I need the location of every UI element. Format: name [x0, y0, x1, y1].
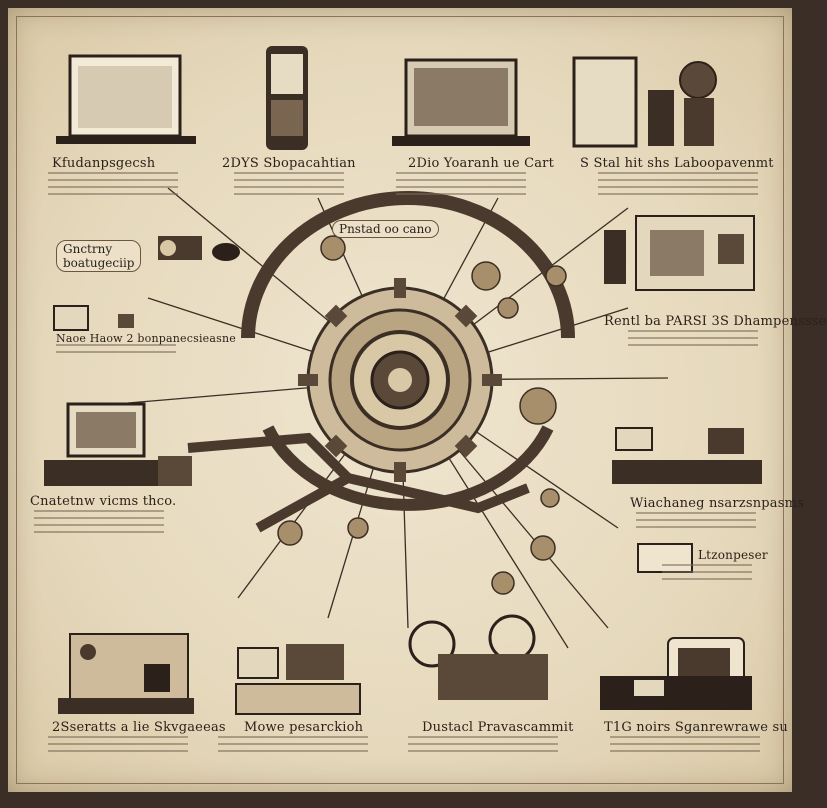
laptop-icon-2 [392, 58, 530, 146]
desktop-computer-icon [235, 644, 361, 715]
caption-lines [610, 736, 760, 752]
label-right-small: Ltzonpeser [698, 548, 768, 562]
label-left-lower: Cnatetnw vicms thco. [30, 494, 177, 509]
diagram-canvas [44, 46, 762, 715]
caption-lines [218, 736, 368, 752]
label-bottom-3: Dustacl Pravascammit [422, 720, 574, 735]
label-left-mid: Naoe Haow 2 bonpanecsieasne [56, 332, 236, 345]
tablet-and-camera-icon [572, 56, 717, 148]
diagram-page: Kfudanpsgecsh 2DYS Sbopacahtian 2Dio Yoa… [8, 8, 826, 792]
central-mechanism [187, 191, 575, 595]
caption-lines [628, 330, 758, 348]
label-left-box: Gnctrny boatugeciip [56, 240, 142, 272]
caption-lines [396, 172, 526, 198]
caption-lines [34, 510, 164, 536]
caption-lines [234, 172, 344, 198]
camera-icon [158, 236, 240, 261]
laptop-icon-3 [44, 402, 192, 486]
control-panel-icon [58, 633, 194, 714]
label-top-2: 2DYS Sbopacahtian [222, 156, 356, 171]
caption-lines [662, 564, 752, 580]
console-icon [612, 427, 762, 484]
label-right-lower: Wiachaneg nsarzsnpasms [630, 496, 805, 511]
caption-lines [48, 736, 188, 752]
caption-lines [48, 172, 178, 198]
label-bottom-2: Mowe pesarckioh [244, 720, 364, 735]
caption-lines [636, 512, 756, 530]
label-center-top: Pnstad oo cano [332, 220, 439, 238]
label-top-4: S Stal hit shs Laboopavenmt [580, 156, 774, 171]
retro-computer-icon [600, 637, 752, 710]
caption-lines [598, 172, 758, 198]
small-monitor-icon [53, 305, 134, 331]
workstation-icon [604, 215, 755, 291]
laptop-icon [56, 54, 196, 144]
caption-lines [408, 736, 558, 752]
label-bottom-4: T1G noirs Sganrewrawe su [604, 720, 788, 735]
label-right-mid: Rentl ba PARSI 3S Dhampenssse [604, 314, 827, 329]
label-top-3: 2Dio Yoaranh ue Cart [408, 156, 555, 171]
label-top-1: Kfudanpsgecsh [52, 156, 156, 171]
label-bottom-1: 2Sseratts a lie Skvgaeeas [52, 720, 226, 735]
phone-icon [266, 46, 308, 150]
page-border [16, 16, 784, 784]
caption-lines [56, 344, 176, 354]
reel-machine-icon [408, 614, 548, 700]
